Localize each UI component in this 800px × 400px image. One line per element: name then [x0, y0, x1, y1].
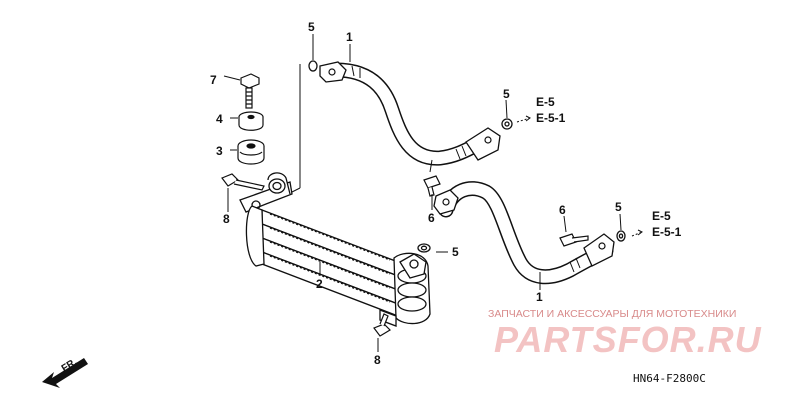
watermark-brand: PARTSFOR.RU	[494, 319, 762, 360]
ref-arrow	[525, 115, 531, 122]
callout-collar: 4	[216, 112, 223, 126]
leader-line	[291, 187, 301, 193]
oil-hose-upper[interactable]	[319, 61, 501, 173]
gasket-right-top[interactable]	[501, 118, 513, 130]
callout-gasket-right-top: 5	[503, 87, 510, 101]
ref-e5-bottom: E-5	[652, 209, 671, 223]
callout-cushion: 3	[216, 144, 223, 158]
leader-lines	[223, 34, 643, 352]
callout-hose-upper: 1	[346, 30, 353, 44]
gasket-cooler[interactable]	[417, 243, 431, 253]
callout-hose-lower: 1	[536, 290, 543, 304]
callout-gasket-top: 5	[308, 20, 315, 34]
callout-bolt-cooler-bottom: 8	[374, 353, 381, 367]
ref-e51-top: E-5-1	[536, 111, 566, 125]
bolt-cooler-bottom[interactable]	[373, 313, 391, 337]
callout-mount-bolt: 7	[210, 73, 217, 87]
ref-e5-top: E-5	[536, 95, 555, 109]
oil-cooler[interactable]	[239, 172, 431, 327]
oil-hose-lower[interactable]	[433, 181, 615, 285]
callout-cooler: 2	[316, 277, 323, 291]
watermark-caption: ЗАПЧАСТИ И АКСЕССУАРЫ ДЛЯ МОТОТЕХНИКИ	[488, 308, 736, 320]
gasket-top[interactable]	[308, 60, 318, 72]
bolt-hose-upper[interactable]	[423, 175, 441, 197]
ref-arrow	[637, 229, 643, 236]
callout-gasket-right-bottom: 5	[615, 200, 622, 214]
bolt-hose-lower[interactable]	[559, 233, 589, 247]
collar[interactable]	[238, 111, 264, 131]
ref-e51-bottom: E-5-1	[652, 225, 682, 239]
callout-bolt-cooler-left: 8	[223, 212, 230, 226]
watermark: ЗАПЧАСТИ И АКСЕССУАРЫ ДЛЯ МОТОТЕХНИКИ PA…	[488, 308, 762, 360]
callout-bolt-hose-lower: 6	[559, 203, 566, 217]
cushion[interactable]	[237, 139, 265, 165]
front-direction-arrow: FR.	[42, 357, 88, 388]
mount-bolt[interactable]	[240, 73, 260, 109]
callout-gasket-cooler: 5	[452, 245, 459, 259]
gasket-right-bottom[interactable]	[616, 230, 626, 242]
diagram-code: HN64-F2800C	[633, 372, 706, 385]
callout-bolt-hose-upper: 6	[428, 211, 435, 225]
bolt-cooler-left[interactable]	[221, 173, 265, 191]
